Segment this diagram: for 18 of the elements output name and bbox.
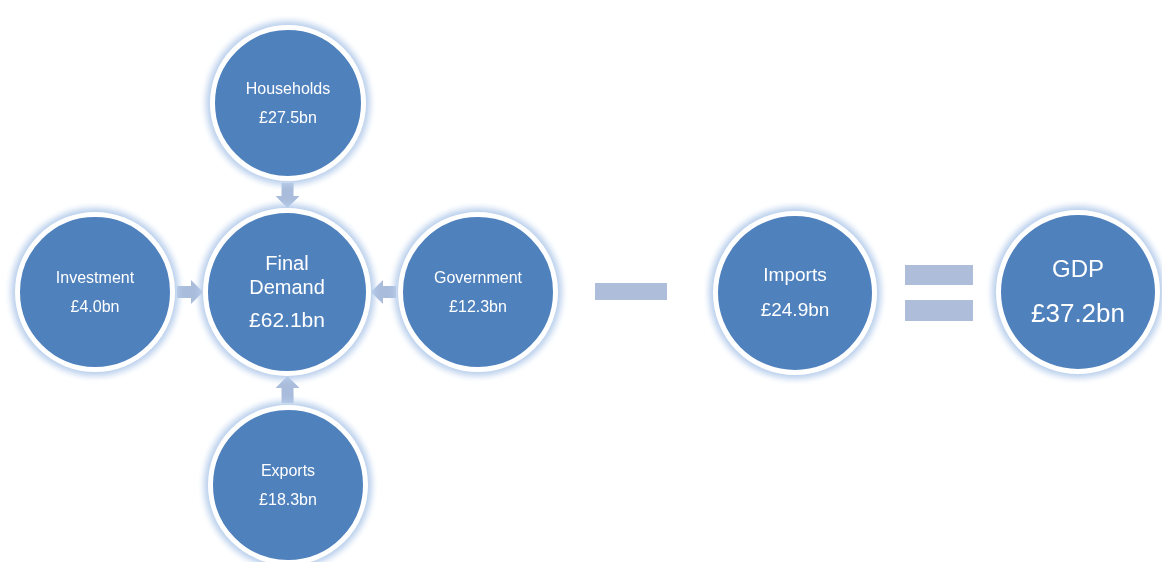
node-label: Exports [260, 460, 316, 480]
node-value: £18.3bn [259, 490, 317, 510]
node-label: Investment [55, 267, 135, 287]
node-value: £4.0bn [70, 297, 120, 317]
node-value: £37.2bn [1031, 297, 1125, 329]
block-arrow [275, 182, 300, 208]
node-value: £12.3bn [449, 297, 507, 317]
block-arrow [275, 376, 300, 404]
block-arrow [177, 280, 203, 304]
node-label: Government [433, 267, 522, 287]
node-label: Imports [763, 264, 827, 287]
node-value: £24.9bn [760, 299, 830, 322]
node-value: £62.1bn [249, 307, 325, 333]
node-value: £27.5bn [259, 108, 317, 128]
node-label: Households [245, 78, 331, 98]
block-arrow [371, 280, 396, 304]
node-label: GDP [1052, 255, 1104, 284]
node-label: Final Demand [248, 251, 326, 300]
